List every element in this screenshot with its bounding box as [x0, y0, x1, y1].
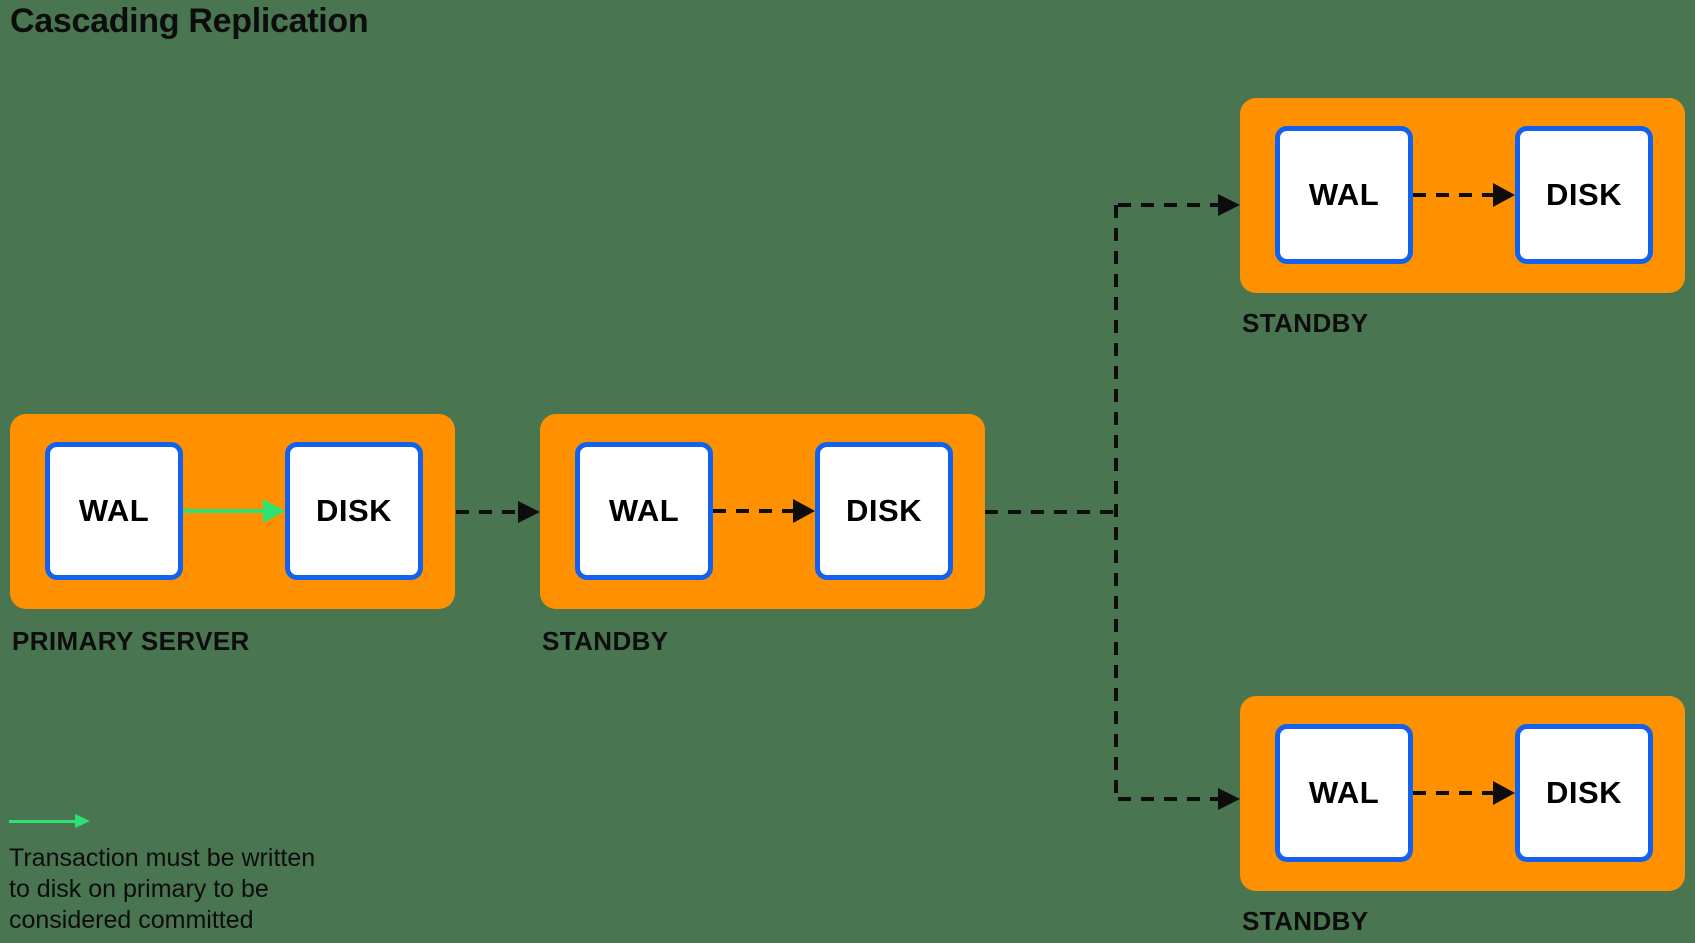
disk-label: DISK: [1545, 775, 1623, 810]
disk-label: DISK: [1545, 177, 1623, 212]
server-label-standby-2: STANDBY: [1242, 308, 1369, 338]
wal-node: WAL: [45, 442, 183, 580]
disk-node: DISK: [1515, 126, 1653, 264]
replay-arrow-line: [713, 509, 793, 513]
replication-arrow-primary-to-standby1-head-icon: [518, 501, 540, 523]
replay-arrow-line: [1413, 193, 1493, 197]
legend-text: Transaction must be written to disk on p…: [9, 843, 315, 936]
disk-node: DISK: [815, 442, 953, 580]
replay-arrow-line: [1413, 791, 1493, 795]
wal-label: WAL: [1308, 177, 1380, 212]
legend-text-line: to disk on primary to be: [9, 875, 269, 903]
disk-node: DISK: [285, 442, 423, 580]
wal-label: WAL: [1308, 775, 1380, 810]
server-standby-1: WAL DISK: [540, 414, 985, 609]
commit-arrow-head-icon: [263, 499, 285, 523]
replication-branch-line: [1114, 205, 1118, 802]
replication-arrow-to-standby2-head-icon: [1218, 194, 1240, 216]
replication-arrow-to-standby3-head-icon: [1218, 788, 1240, 810]
wal-node: WAL: [1275, 126, 1413, 264]
server-standby-2: WAL DISK: [1240, 98, 1685, 293]
wal-label: WAL: [78, 493, 150, 528]
replication-arrow-primary-to-standby1-line: [456, 510, 518, 514]
disk-node: DISK: [1515, 724, 1653, 862]
legend-commit-arrow-line: [9, 820, 75, 823]
replay-arrow-head-icon: [793, 499, 815, 523]
server-label-primary: PRIMARY SERVER: [12, 626, 250, 656]
replication-arrow-to-standby3-line: [1118, 797, 1218, 801]
commit-arrow-line: [183, 509, 263, 513]
wal-label: WAL: [608, 493, 680, 528]
wal-node: WAL: [1275, 724, 1413, 862]
page-title: Cascading Replication: [10, 2, 369, 40]
server-label-standby-3: STANDBY: [1242, 906, 1369, 936]
legend-text-line: Transaction must be written: [9, 844, 316, 872]
replay-arrow-head-icon: [1493, 183, 1515, 207]
replication-arrow-to-standby2-line: [1118, 203, 1218, 207]
disk-label: DISK: [845, 493, 923, 528]
server-label-standby-1: STANDBY: [542, 626, 669, 656]
server-standby-3: WAL DISK: [1240, 696, 1685, 891]
wal-node: WAL: [575, 442, 713, 580]
legend-commit-arrow-head-icon: [75, 814, 90, 828]
replication-line-standby1-out: [985, 510, 1116, 514]
disk-label: DISK: [315, 493, 393, 528]
server-primary: WAL DISK: [10, 414, 455, 609]
legend-text-line: considered committed: [9, 906, 254, 934]
replay-arrow-head-icon: [1493, 781, 1515, 805]
